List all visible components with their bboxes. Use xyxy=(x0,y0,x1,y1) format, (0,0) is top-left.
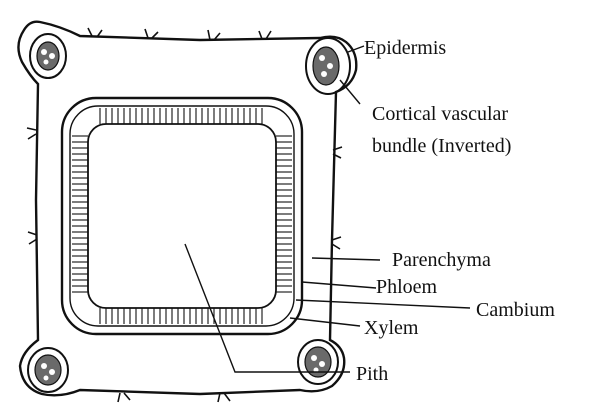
cortical-bundle-top-right xyxy=(306,38,350,94)
label-cambium: Cambium xyxy=(476,299,555,321)
pith xyxy=(92,128,272,304)
leader-phloem xyxy=(302,282,376,288)
label-epidermis: Epidermis xyxy=(364,37,446,59)
cortical-bundle-bottom-right xyxy=(298,340,338,384)
leader-parenchyma xyxy=(312,258,380,260)
label-parenchyma: Parenchyma xyxy=(392,249,491,271)
cortical-bundle-top-left xyxy=(30,34,66,78)
label-cortical-bundle-line2: bundle (Inverted) xyxy=(372,135,511,157)
cortical-bundle-bottom-left xyxy=(28,348,68,392)
label-phloem: Phloem xyxy=(376,276,438,298)
label-xylem: Xylem xyxy=(364,317,419,339)
leader-xylem xyxy=(290,318,360,326)
leader-cambium xyxy=(296,300,470,308)
label-pith: Pith xyxy=(356,363,388,385)
label-cortical-bundle-line1: Cortical vascular xyxy=(372,103,508,125)
